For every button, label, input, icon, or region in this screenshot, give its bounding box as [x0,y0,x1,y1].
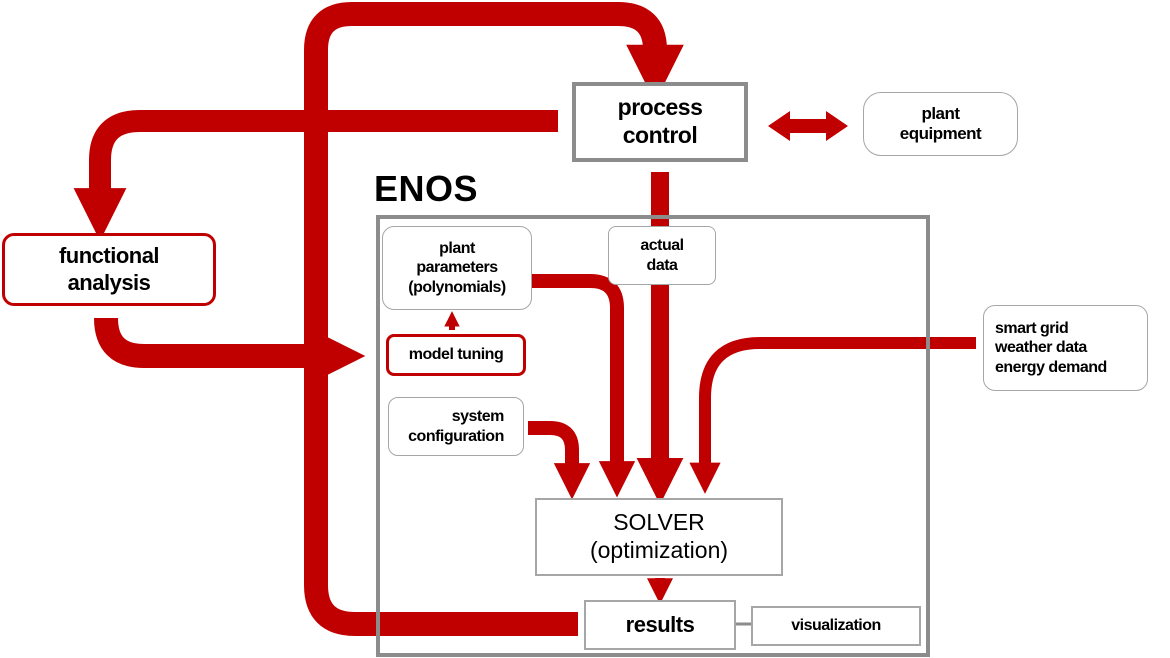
equipment-link-arrow [768,111,848,141]
model-tuning-label: model tuning [408,346,504,363]
model-tuning-node: model tuning [386,334,526,376]
actual-data-line-2: data [646,256,678,274]
plant-parameters-node: plant parameters (polynomials) [382,226,532,310]
actual-data-line-1: actual [640,237,684,255]
solver-line-2: (optimization) [589,537,729,563]
results-node: results [584,600,736,650]
plant-equipment-line-1: plant [921,103,960,123]
plant-equipment-node: plant equipment [863,92,1018,156]
solver-node: SOLVER (optimization) [535,498,783,576]
control-to-analysis-arrow [73,110,558,241]
external-to-solver-arrow [689,337,976,494]
external-inputs-node: smart grid weather data energy demand [983,305,1148,391]
plant-equipment-line-2: equipment [899,124,982,143]
plant-parameters-line-2: parameters [416,259,498,277]
enos-container [376,215,930,657]
functional-analysis-node: functional analysis [2,233,216,306]
system-configuration-line-1: system [451,408,505,426]
process-control-node: process control [572,82,748,162]
visualization-node: visualization [751,606,921,646]
external-inputs-line-3: energy demand [995,358,1107,376]
functional-analysis-line-2: analysis [67,269,151,295]
plant-parameters-line-3: (polynomials) [408,278,506,296]
solver-line-1: SOLVER [613,509,705,536]
results-label: results [625,612,695,637]
configuration-to-solver-arrow [528,421,591,500]
parameters-to-solver-arrow [530,274,636,498]
plant-parameters-line-1: plant [439,240,475,258]
feedback-loop-arrow [304,2,684,636]
actual-data-node: actual data [608,226,716,285]
enos-title: ENOS [374,168,479,209]
process-control-line-2: control [622,122,698,148]
external-inputs-line-2: weather data [995,339,1087,357]
system-configuration-line-2: configuration [408,427,504,445]
visualization-label: visualization [791,617,881,634]
process-control-line-1: process [617,94,703,121]
external-inputs-line-1: smart grid [995,320,1069,338]
analysis-to-tuning-arrow [94,317,366,385]
system-configuration-node: system configuration [388,397,524,456]
functional-analysis-line-1: functional [58,243,160,269]
